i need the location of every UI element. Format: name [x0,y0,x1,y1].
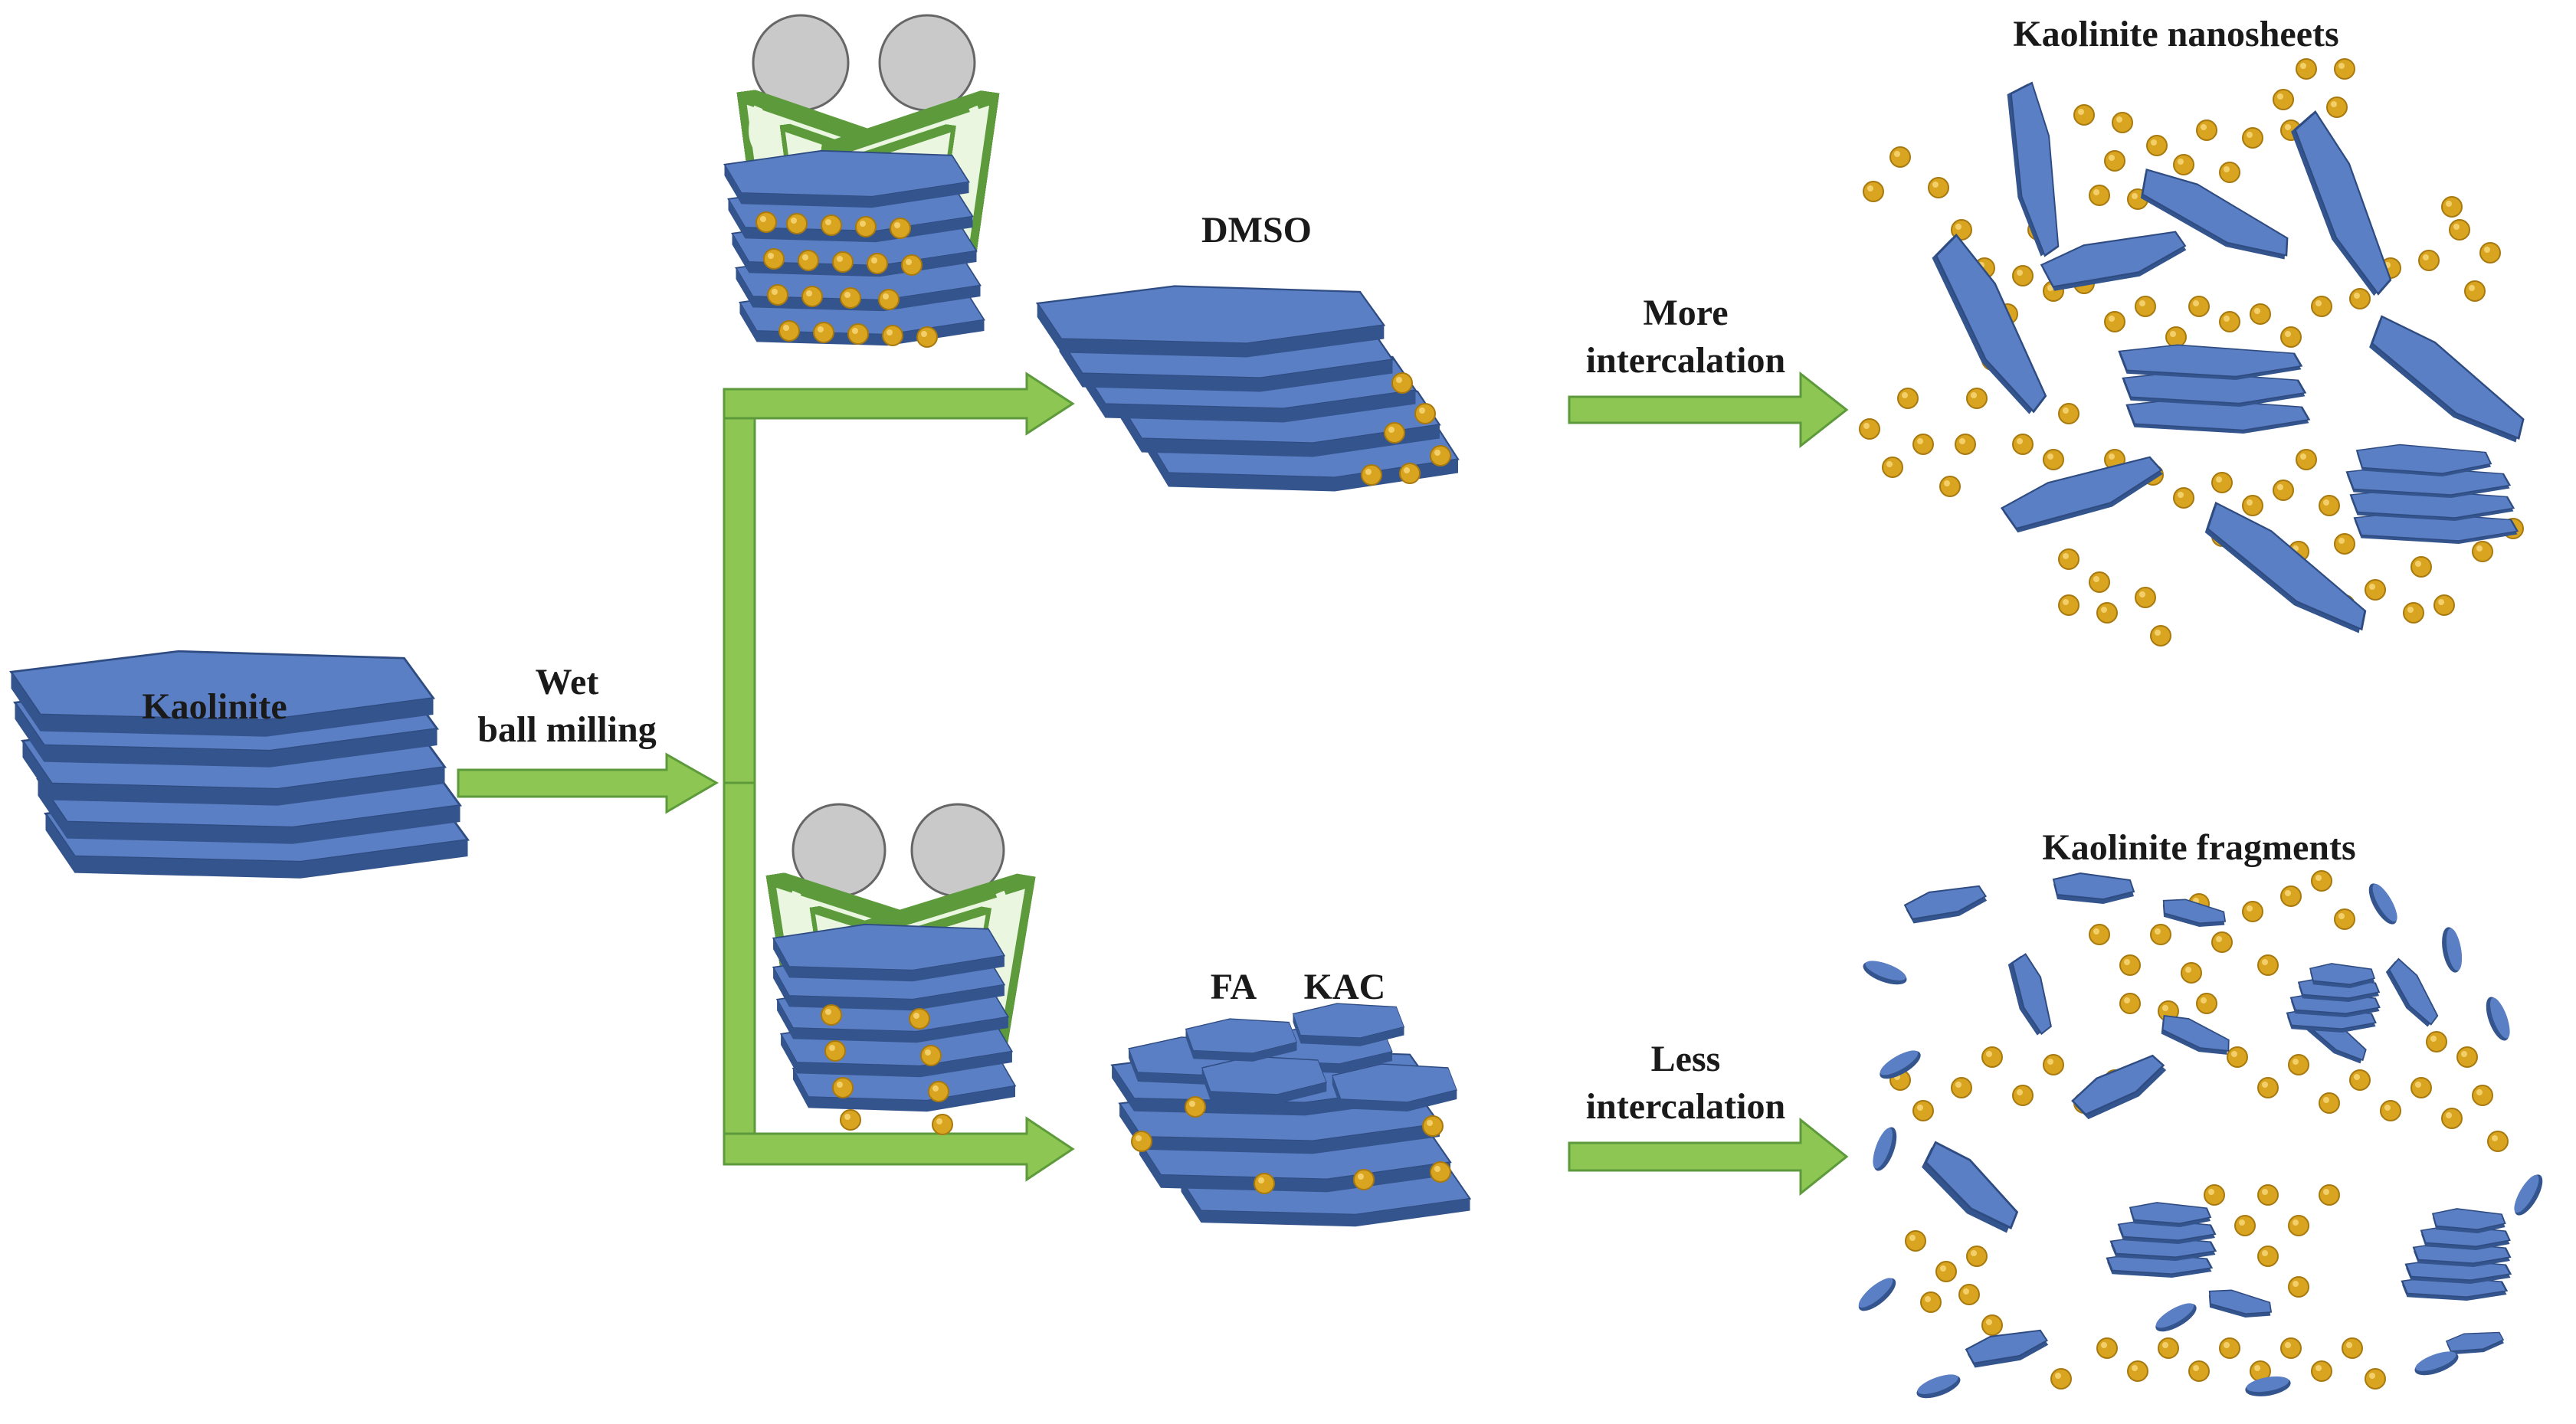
fa-kac-intercalated-stack [1111,1003,1471,1228]
kaolinite-fragments-cluster [1853,870,2548,1403]
ball-milling-bottom [773,803,1015,1135]
milling-ball-icon [910,803,1005,898]
milling-ball-icon [878,14,976,112]
kaolinite-nanosheets-cluster [1859,58,2538,647]
less-intercalation-label: intercalation [1585,1086,1786,1127]
kaolinite-label: Kaolinite [142,686,287,727]
arrow-wet-ball-milling [457,752,719,814]
kaolinite-fragments-label: Kaolinite fragments [2042,827,2356,868]
less-label: Less [1650,1039,1721,1079]
more-label: More [1643,293,1729,333]
milling-ball-icon [791,803,887,898]
kaolinite-nanosheets-label: Kaolinite nanosheets [2013,14,2339,54]
wet-label: Wet [535,662,599,702]
dmso-label: DMSO [1201,210,1312,250]
arrow-trunk [723,388,756,1166]
milling-ball-icon [752,14,850,112]
more-intercalation-label: intercalation [1585,340,1786,381]
dmso-intercalated-stack [1036,285,1460,493]
fa-label: FA [1210,967,1257,1007]
kac-label: KAC [1303,967,1386,1007]
process-arrows [457,371,1849,1196]
ball-milling-top [723,14,985,348]
arrow-branch-top [723,372,1075,436]
arrow-branch-bottom [723,1116,1075,1182]
ball-milling-label: ball milling [477,709,657,750]
arrow-more-intercalation [1568,371,1849,449]
arrow-less-intercalation [1568,1117,1849,1196]
